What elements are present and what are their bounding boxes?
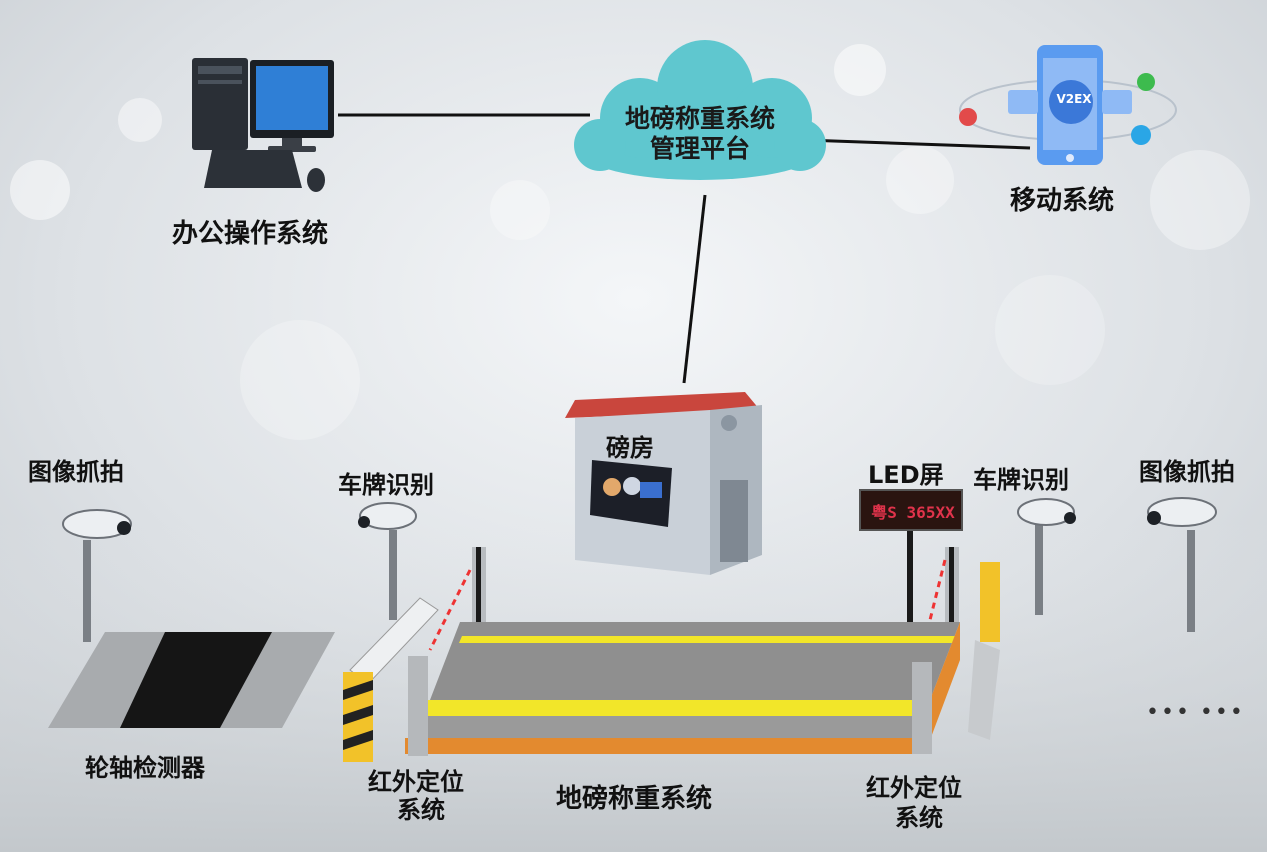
office-system-label: 办公操作系统 [172,219,329,249]
left-capture-camera-icon [62,509,132,642]
weigh-house-label: 磅房 [606,434,654,462]
left-barrier-gate-icon [343,597,439,762]
led-display-text: 粤S 365XX [871,503,955,522]
led-sign-icon [859,489,963,622]
left-plate-camera-icon [358,502,417,620]
cloud-platform-line1: 地磅称重系统 [624,104,775,133]
plate-left-label: 车牌识别 [338,471,434,499]
computer-icon [192,58,334,192]
app-badge-text: V2EX [1056,92,1092,106]
more-items-ellipsis: ••• ••• [1146,700,1245,725]
capture-left-label: 图像抓拍 [28,458,124,486]
left-ir-posts [428,547,486,651]
weigh-house-icon [565,392,762,575]
ir-left-label-line1: 红外定位 [368,768,464,796]
right-plate-camera-icon [1017,498,1076,615]
axle-detector-label: 轮轴检测器 [85,754,205,782]
cloud-platform-line2: 管理平台 [649,134,750,163]
led-label: LED屏 [868,461,944,489]
cloud-platform-label: 地磅称重系统 管理平台 [600,104,800,164]
right-barrier-gate-icon [968,562,1000,740]
right-ir-posts [928,547,959,622]
ir-right-label-line2: 系统 [895,804,943,832]
capture-right-label: 图像抓拍 [1139,458,1235,486]
right-capture-camera-icon [1147,497,1217,632]
mobile-system-label: 移动系统 [1010,186,1115,216]
scale-system-label: 地磅称重系统 [556,784,713,814]
mobile-icon [959,45,1177,165]
axle-detector-icon [48,632,335,728]
link-cloud-house [682,194,707,384]
cloud-icon [574,40,826,180]
link-cloud-mobile [804,138,1031,150]
plate-right-label: 车牌识别 [973,466,1069,494]
weighbridge-platform-icon [405,622,960,756]
ir-right-label-line1: 红外定位 [866,774,962,802]
ir-left-label-line2: 系统 [397,796,445,824]
